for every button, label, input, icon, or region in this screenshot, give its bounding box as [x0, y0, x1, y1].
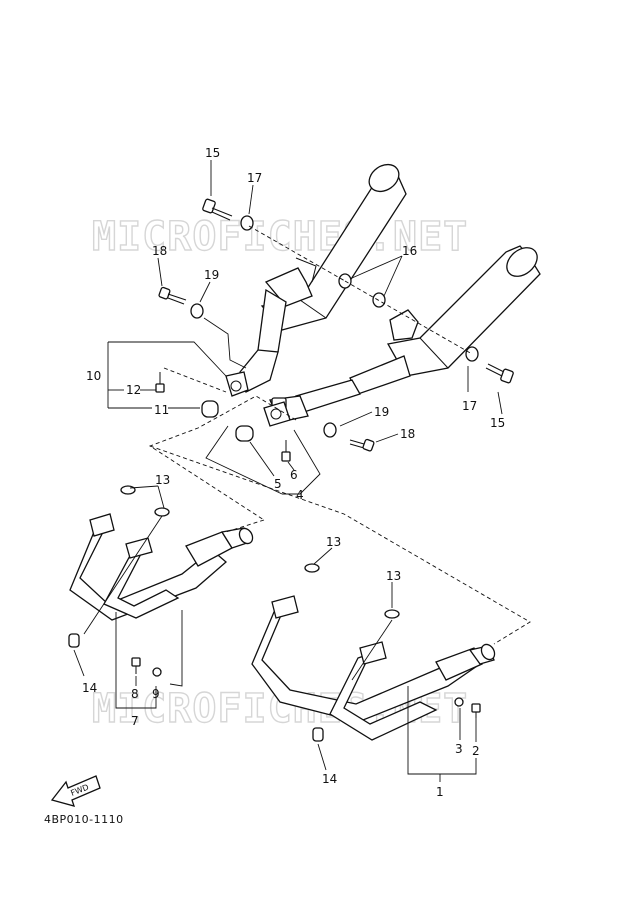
callout-17-right: 17: [462, 399, 477, 413]
gasket-13-a: [120, 485, 136, 495]
callout-17-left: 17: [247, 171, 262, 185]
bolt-18-left: [158, 286, 187, 305]
muffler-left: [235, 163, 407, 393]
callout-11: 11: [154, 403, 169, 417]
bolt-18-right: [349, 438, 375, 452]
bolt-2: [471, 703, 481, 718]
watermark-top: MICROFICHES.NET: [92, 214, 468, 260]
callout-8: 8: [131, 687, 139, 701]
bolt-8: [131, 657, 141, 674]
clamp-4: [263, 401, 291, 427]
gasket-13-d: [384, 609, 400, 619]
callout-18-left: 18: [152, 244, 167, 258]
muffler-right: [269, 245, 541, 423]
callout-2: 2: [472, 744, 480, 758]
callout-16: 16: [402, 244, 417, 258]
nut-9: [152, 667, 162, 677]
bolt-12: [155, 372, 165, 393]
callout-13-right: 13: [386, 569, 401, 583]
callout-3: 3: [455, 742, 463, 756]
nut-3: [454, 697, 464, 707]
collar-19-right: [323, 422, 337, 438]
callout-4: 4: [296, 488, 304, 502]
callout-5: 5: [274, 477, 282, 491]
callout-14-left: 14: [82, 681, 97, 695]
callout-19-right: 19: [374, 405, 389, 419]
fwd-arrow-icon: FWD: [50, 775, 101, 807]
collar-19-left: [190, 303, 204, 319]
callout-1: 1: [436, 785, 444, 799]
bolt-15-right: [485, 363, 514, 384]
exhaust-pipe-left: [69, 513, 254, 621]
gasket-13-b: [154, 507, 170, 517]
washer-17-left: [240, 215, 254, 231]
bolt-6: [281, 440, 291, 462]
bolt-15-left: [202, 198, 233, 221]
callout-18-right: 18: [400, 427, 415, 441]
exhaust-pipe-right: [251, 595, 496, 741]
damper-14-right: [312, 727, 324, 742]
gasket-13-c: [304, 563, 320, 573]
washer-17-right: [465, 346, 479, 362]
callout-15-left: 15: [205, 146, 220, 160]
callout-9: 9: [152, 687, 160, 701]
callout-19-left: 19: [204, 268, 219, 282]
callout-15-right: 15: [490, 416, 505, 430]
gasket-5: [235, 425, 254, 442]
callout-13-left: 13: [155, 473, 170, 487]
damper-14-left: [68, 633, 80, 648]
callout-10: 10: [86, 369, 101, 383]
diagram-code: 4BP010-1110: [44, 813, 124, 826]
callout-13-mid: 13: [326, 535, 341, 549]
gasket-11: [201, 400, 219, 418]
grommet-16-b: [372, 292, 386, 308]
callout-12: 12: [126, 383, 141, 397]
clamp-10: [225, 371, 249, 397]
callout-7: 7: [131, 714, 139, 728]
callout-14-right: 14: [322, 772, 337, 786]
callout-6: 6: [290, 468, 298, 482]
